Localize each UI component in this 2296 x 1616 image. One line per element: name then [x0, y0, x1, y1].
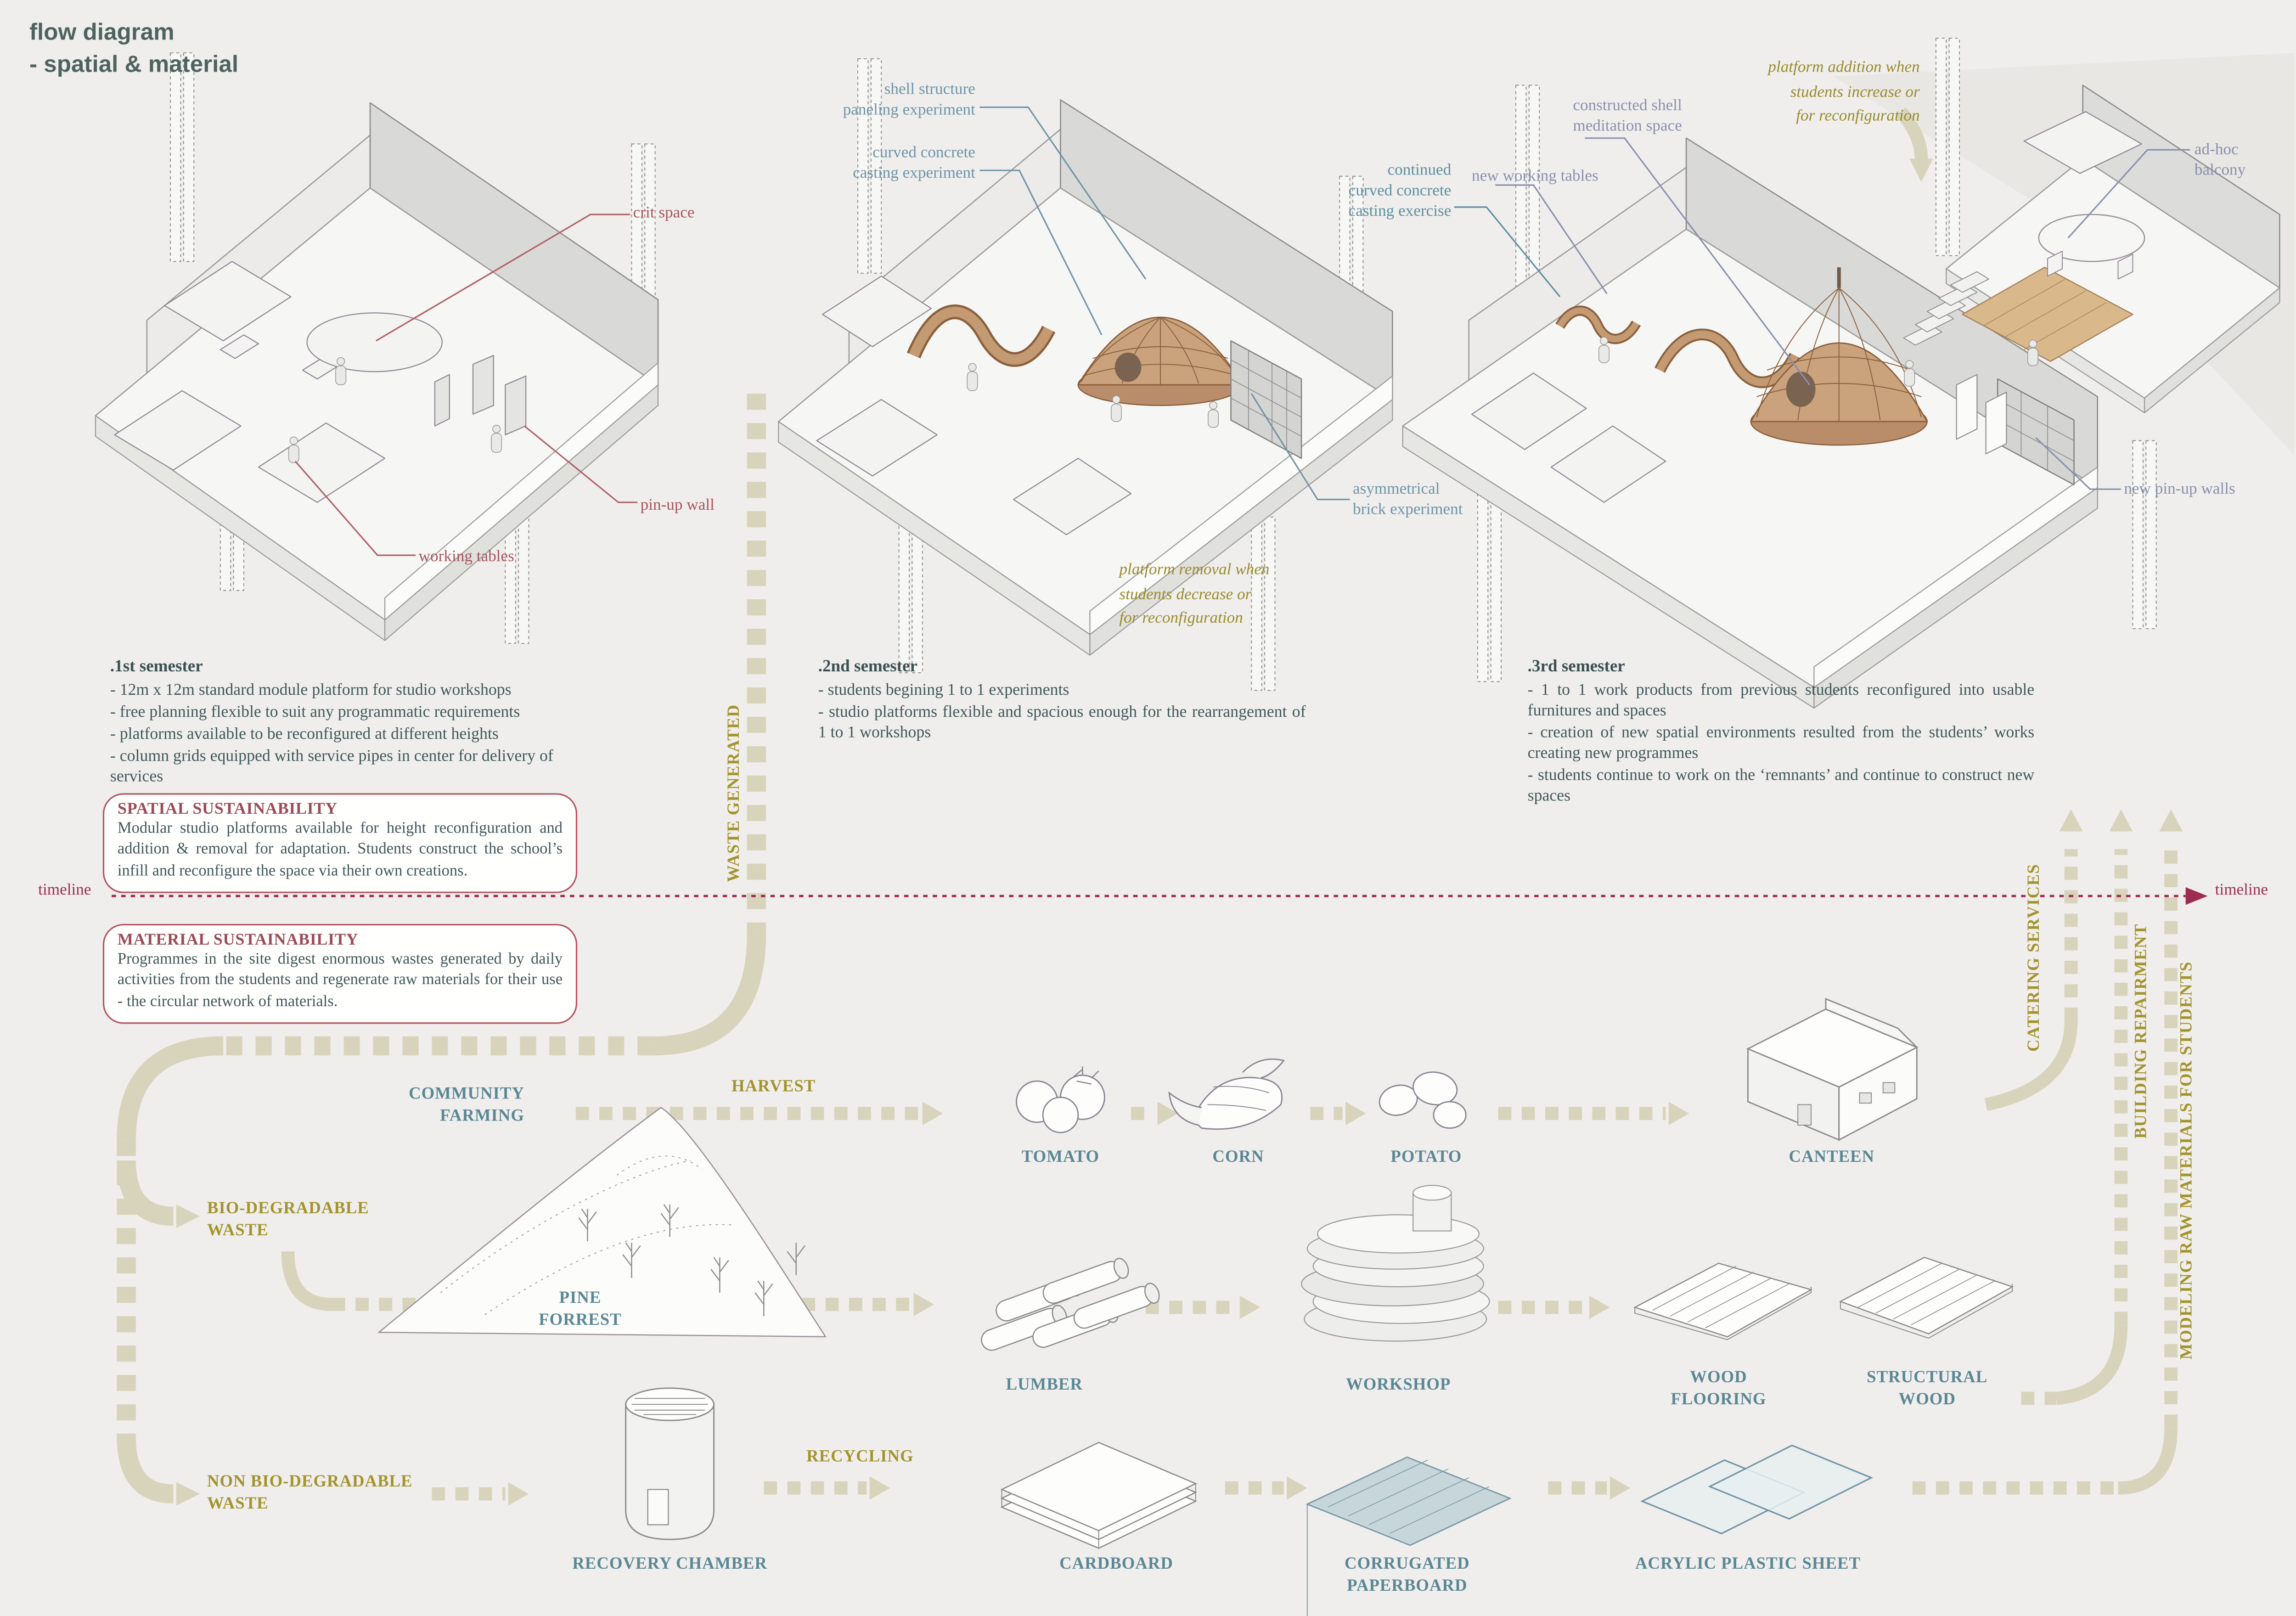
- sem1-bullet: - platforms available to be reconfigured…: [110, 726, 499, 744]
- studio-diagram-sem1: [95, 52, 659, 644]
- corn-label: CORN: [1212, 1149, 1264, 1166]
- acrylic-plastic-sheet-icon: [1640, 1444, 1874, 1535]
- annotation-platform-removal: platform removal when students decrease …: [1119, 561, 1270, 627]
- sem2-bullet: - students begining 1 to 1 experiments: [818, 682, 1069, 700]
- page-title-line2: - spatial & material: [29, 52, 239, 78]
- timeline-line: [112, 887, 2208, 905]
- material-sustainability-title: MATERIAL SUSTAINABILITY: [117, 931, 359, 949]
- workshop-label: WORKSHOP: [1345, 1376, 1451, 1394]
- sem2-text-block: .2nd semester - students begining 1 to 1…: [818, 657, 1306, 745]
- workshop-icon: [1300, 1185, 1490, 1342]
- annotation-new-working-tables: new working tables: [1472, 167, 1598, 186]
- page-title-line1: flow diagram: [29, 20, 174, 46]
- wood-flooring-label: WOOD FLOORING: [1671, 1369, 1767, 1409]
- annotation-new-pin-up-walls: new pin-up walls: [2124, 480, 2235, 498]
- community-farming-label: COMMUNITY FARMING: [409, 1085, 524, 1126]
- pine-forrest-label: PINE FORREST: [539, 1289, 622, 1329]
- sem3-bullet: - 1 to 1 work products from previous stu…: [1527, 682, 2035, 721]
- acrylic-plastic-sheet-label: ACRYLIC PLASTIC SHEET: [1635, 1555, 1861, 1573]
- annotation-platform-addition: platform addition when students increase…: [1768, 58, 1920, 125]
- material-sustainability-box: MATERIAL SUSTAINABILITY Programmes in th…: [102, 923, 578, 1024]
- corrugated-paperboard-label: CORRUGATED PAPERBOARD: [1345, 1555, 1470, 1595]
- potato-label: POTATO: [1390, 1149, 1462, 1166]
- annotation-pin-up-wall: pin-up wall: [640, 496, 715, 514]
- wood-flooring-icon: [1633, 1262, 1813, 1340]
- leader-lines: [294, 106, 2190, 556]
- sem1-bullet: - 12m x 12m standard module platform for…: [110, 682, 512, 700]
- recovery-chamber-label: RECOVERY CHAMBER: [572, 1555, 767, 1573]
- modeling-raw-materials-label: MODELING RAW MATERIALS FOR STUDENTS: [2178, 961, 2196, 1360]
- flow-arrowheads: [176, 158, 2183, 1506]
- spatial-sustainability-box: SPATIAL SUSTAINABILITY Modular studio pl…: [102, 793, 578, 893]
- cardboard-icon: [1000, 1441, 1197, 1549]
- bio-degradable-waste-label: BIO-DEGRADABLE WASTE: [207, 1200, 369, 1240]
- annotation-curved-concrete: curved concrete casting experiment: [853, 144, 975, 182]
- pine-trees: [578, 1204, 805, 1317]
- tomato-icon: [1016, 1066, 1105, 1133]
- structural-wood-icon: [1839, 1256, 2014, 1339]
- recycling-label: RECYCLING: [806, 1448, 914, 1466]
- sem1-bullet: - column grids equipped with service pip…: [110, 748, 553, 787]
- sem1-heading: .1st semester: [110, 656, 203, 676]
- spatial-sustainability-body: Modular studio platforms available for h…: [117, 819, 563, 879]
- annotation-ad-hoc-balcony: ad-hoc balcony: [2194, 141, 2246, 179]
- annotation-shell-structure: shell structure paneling experiment: [843, 80, 975, 119]
- annotation-continued-casting: continued curved concrete casting exerci…: [1348, 161, 1452, 220]
- canteen-label: CANTEEN: [1789, 1149, 1875, 1166]
- lumber-label: LUMBER: [1006, 1376, 1083, 1394]
- sem3-heading: .3rd semester: [1527, 656, 1625, 676]
- sem3-text-block: .3rd semester - 1 to 1 work products fro…: [1528, 657, 2035, 809]
- harvest-label: HARVEST: [731, 1078, 816, 1096]
- timeline-label-left: timeline: [38, 881, 91, 899]
- annotation-crit-space: crit space: [633, 204, 695, 222]
- sem3-bullet: - creation of new spatial environments r…: [1527, 725, 2035, 763]
- studio-diagram-sem2: [778, 58, 1393, 691]
- potato-icon: [1379, 1071, 1467, 1129]
- sem1-text-block: .1st semester - 12m x 12m standard modul…: [110, 657, 598, 789]
- catering-services-label: CATERING SERVICES: [2026, 863, 2043, 1052]
- studio-diagram-sem3: [1402, 38, 2280, 709]
- annotation-asymmetrical-brick: asymmetrical brick experiment: [1353, 480, 1463, 518]
- sem1-bullet: - free planning flexible to suit any pro…: [110, 704, 520, 722]
- community-farming-hill: [377, 1107, 827, 1338]
- page-title: flow diagram - spatial & material: [29, 17, 238, 81]
- timeline-label-right: timeline: [2215, 881, 2268, 899]
- sem2-heading: .2nd semester: [818, 656, 917, 676]
- material-sustainability-body: Programmes in the site digest enormous w…: [117, 950, 563, 1010]
- material-flow-arrows: [117, 107, 2178, 1503]
- annotation-working-tables: working tables: [418, 548, 514, 566]
- spatial-sustainability-title: SPATIAL SUSTAINABILITY: [117, 800, 338, 818]
- tomato-label: TOMATO: [1021, 1149, 1100, 1166]
- sem2-bullet: - studio platforms flexible and spacious…: [818, 704, 1306, 743]
- recovery-chamber-icon: [625, 1387, 715, 1540]
- sem3-bullet: - students continue to work on the ‘remn…: [1527, 767, 2035, 806]
- annotation-constructed-shell: constructed shell meditation space: [1573, 97, 1682, 135]
- canteen-icon: [1746, 997, 1919, 1141]
- waste-generated-label: WASTE GENERATED: [726, 704, 743, 883]
- building-repairment-label: BUILDING REPAIRMENT: [2133, 923, 2150, 1139]
- corn-icon: [1168, 1058, 1285, 1130]
- structural-wood-label: STRUCTURAL WOOD: [1867, 1369, 1988, 1409]
- cardboard-label: CARDBOARD: [1059, 1555, 1173, 1573]
- corrugated-paperboard-icon: [1306, 1456, 1512, 1616]
- non-bio-degradable-waste-label: NON BIO-DEGRADABLE WASTE: [207, 1473, 413, 1513]
- lumber-icon: [981, 1257, 1160, 1351]
